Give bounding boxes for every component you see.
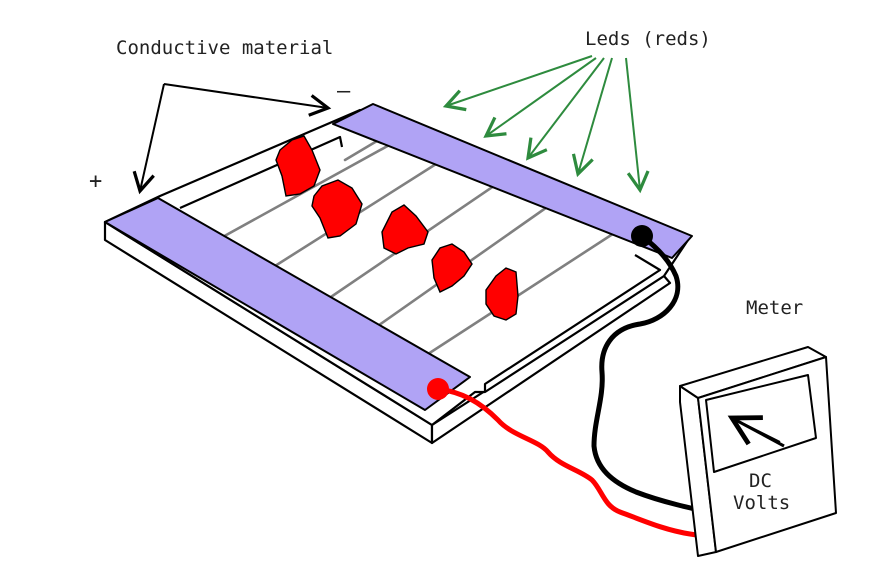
- led: [485, 267, 519, 321]
- led-arrow: [526, 57, 605, 161]
- plus-sign: +: [89, 169, 102, 194]
- leds: [275, 135, 519, 321]
- meter-dc-label: DC: [749, 470, 772, 492]
- negative-wire: [591, 233, 721, 517]
- leds-label: Leds (reds): [585, 28, 711, 50]
- conductive-arrows: [132, 83, 332, 195]
- positive-strip: [104, 197, 471, 411]
- negative-terminal: [631, 225, 653, 247]
- board-inner-edge: [179, 135, 344, 210]
- led: [431, 243, 473, 293]
- positive-wire: [435, 386, 723, 540]
- conductive-arrow-positive: [132, 83, 165, 195]
- led: [381, 204, 429, 255]
- negative-strip: [332, 103, 693, 259]
- led: [275, 135, 321, 197]
- board-inner-edge-right: [483, 254, 662, 392]
- meter-needle-shadow: [743, 423, 781, 443]
- meter-label: Meter: [746, 297, 803, 319]
- led-arrows: [442, 55, 650, 194]
- meter: [679, 346, 837, 557]
- meter-volts-label: Volts: [733, 492, 790, 514]
- conductive-material-label: Conductive material: [116, 37, 333, 59]
- positive-terminal: [427, 378, 449, 400]
- led-arrow: [442, 55, 593, 112]
- led-arrow: [625, 57, 650, 194]
- led-arrow: [483, 57, 597, 138]
- led: [311, 179, 363, 239]
- minus-sign: –: [337, 79, 351, 104]
- conductive-strips: [104, 103, 693, 411]
- led-arrow: [571, 57, 613, 178]
- conductive-arrow-negative: [163, 83, 332, 117]
